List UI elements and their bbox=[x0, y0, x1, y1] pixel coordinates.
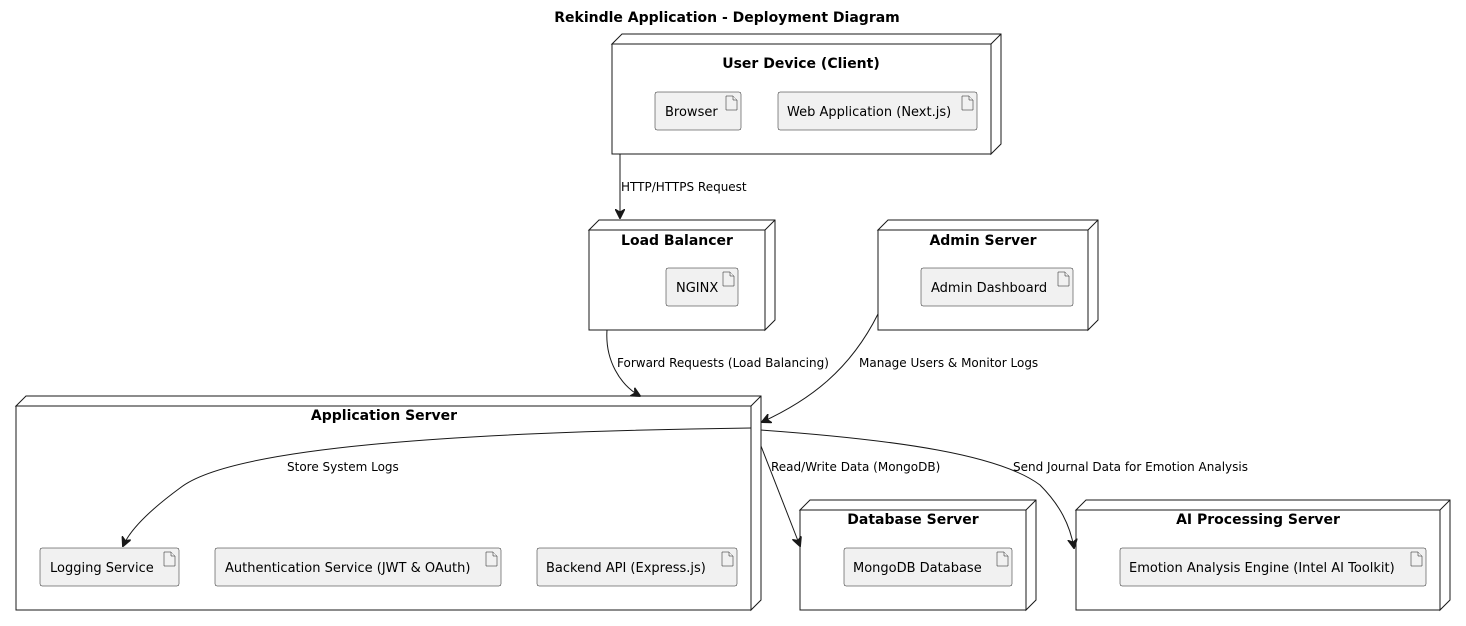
artifact-admin-dashboard-label: Admin Dashboard bbox=[931, 281, 1047, 296]
edge-read-write-data-label: Read/Write Data (MongoDB) bbox=[771, 460, 940, 474]
artifact-icon bbox=[1410, 551, 1423, 567]
artifact-icon bbox=[961, 95, 974, 111]
node-ai-processing-server: AI Processing Server Emotion Analysis En… bbox=[1074, 499, 1451, 612]
artifact-backend-api: Backend API (Express.js) bbox=[536, 547, 738, 587]
node-admin-server-label: Admin Server bbox=[929, 233, 1036, 249]
artifact-authentication-service: Authentication Service (JWT & OAuth) bbox=[214, 547, 502, 587]
artifact-icon bbox=[163, 551, 176, 567]
edge-manage-users: Manage Users & Monitor Logs bbox=[762, 313, 1038, 422]
node-load-balancer: Load Balancer NGINX bbox=[587, 219, 776, 332]
node-admin-server: Admin Server Admin Dashboard bbox=[876, 219, 1099, 332]
artifact-icon bbox=[485, 551, 498, 567]
edge-forward-requests: Forward Requests (Load Balancing) bbox=[606, 329, 829, 396]
artifact-icon bbox=[722, 271, 735, 287]
artifact-mongodb-database: MongoDB Database bbox=[843, 547, 1013, 587]
artifact-browser-label: Browser bbox=[665, 105, 718, 120]
edge-store-logs-label: Store System Logs bbox=[287, 460, 399, 474]
artifact-browser: Browser bbox=[654, 91, 742, 131]
artifact-icon bbox=[996, 551, 1009, 567]
edge-send-journal-data-label: Send Journal Data for Emotion Analysis bbox=[1013, 460, 1248, 474]
node-database-server-label: Database Server bbox=[847, 512, 978, 528]
artifact-nginx: NGINX bbox=[665, 267, 739, 307]
artifact-icon bbox=[721, 551, 734, 567]
artifact-mongodb-database-label: MongoDB Database bbox=[853, 561, 982, 576]
artifact-icon bbox=[725, 95, 738, 111]
node-user-device: User Device (Client) Browser Web Applica… bbox=[610, 33, 1002, 156]
artifact-logging-service-label: Logging Service bbox=[50, 561, 154, 576]
diagram-title: Rekindle Application - Deployment Diagra… bbox=[554, 10, 900, 26]
artifact-logging-service: Logging Service bbox=[39, 547, 180, 587]
artifact-authentication-service-label: Authentication Service (JWT & OAuth) bbox=[225, 561, 470, 576]
artifact-web-application: Web Application (Next.js) bbox=[777, 91, 978, 131]
artifact-emotion-analysis-engine-label: Emotion Analysis Engine (Intel AI Toolki… bbox=[1129, 561, 1395, 576]
node-application-server-label: Application Server bbox=[311, 408, 457, 424]
artifact-emotion-analysis-engine: Emotion Analysis Engine (Intel AI Toolki… bbox=[1119, 547, 1427, 587]
artifact-nginx-label: NGINX bbox=[676, 281, 718, 296]
node-ai-processing-server-label: AI Processing Server bbox=[1176, 512, 1340, 528]
node-user-device-label: User Device (Client) bbox=[722, 56, 880, 72]
edge-http-request: HTTP/HTTPS Request bbox=[620, 154, 747, 218]
edge-store-logs: Store System Logs bbox=[123, 427, 752, 546]
node-application-server: Application Server Logging Service Authe… bbox=[14, 395, 762, 612]
edge-forward-requests-label: Forward Requests (Load Balancing) bbox=[617, 356, 829, 370]
edge-http-request-label: HTTP/HTTPS Request bbox=[621, 180, 747, 194]
edge-read-write-data: Read/Write Data (MongoDB) bbox=[760, 445, 940, 546]
artifact-backend-api-label: Backend API (Express.js) bbox=[546, 561, 706, 576]
artifact-web-application-label: Web Application (Next.js) bbox=[787, 105, 951, 120]
node-load-balancer-label: Load Balancer bbox=[621, 233, 733, 249]
edge-manage-users-label: Manage Users & Monitor Logs bbox=[859, 356, 1038, 370]
artifact-admin-dashboard: Admin Dashboard bbox=[920, 267, 1074, 307]
artifact-icon bbox=[1057, 271, 1070, 287]
node-database-server: Database Server MongoDB Database bbox=[798, 499, 1037, 612]
edge-send-journal-data: Send Journal Data for Emotion Analysis bbox=[760, 429, 1248, 548]
